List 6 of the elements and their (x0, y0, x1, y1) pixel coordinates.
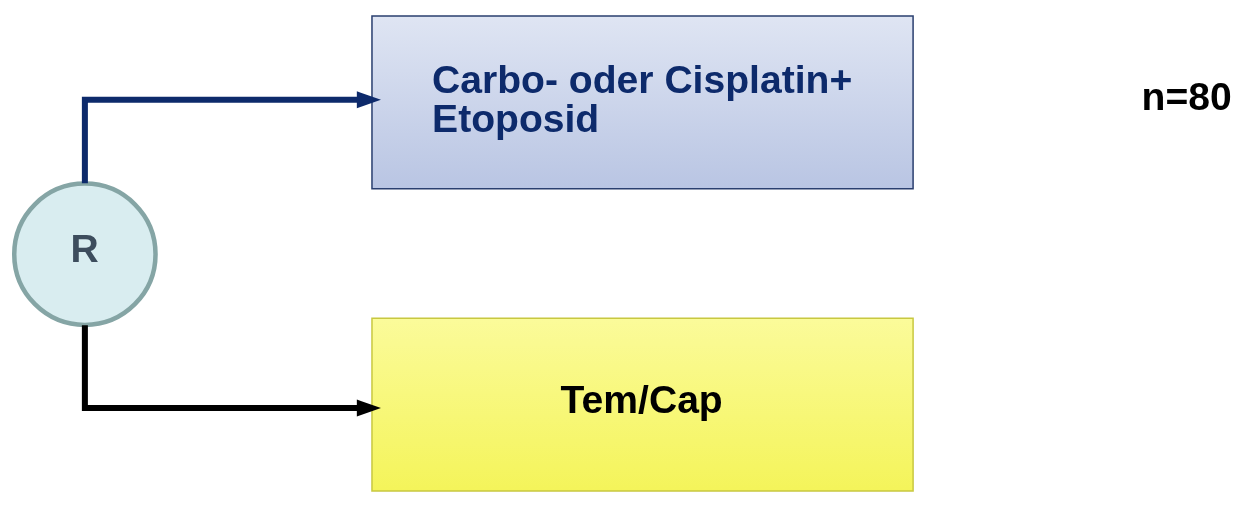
arrow (81, 325, 381, 417)
node-box: Tem/Cap (371, 317, 914, 492)
label: n=80 (1141, 75, 1232, 119)
node-circle: R (12, 181, 158, 328)
arrow (81, 91, 381, 184)
node-box: Carbo- oder Cisplatin+ Etoposid (371, 15, 914, 190)
